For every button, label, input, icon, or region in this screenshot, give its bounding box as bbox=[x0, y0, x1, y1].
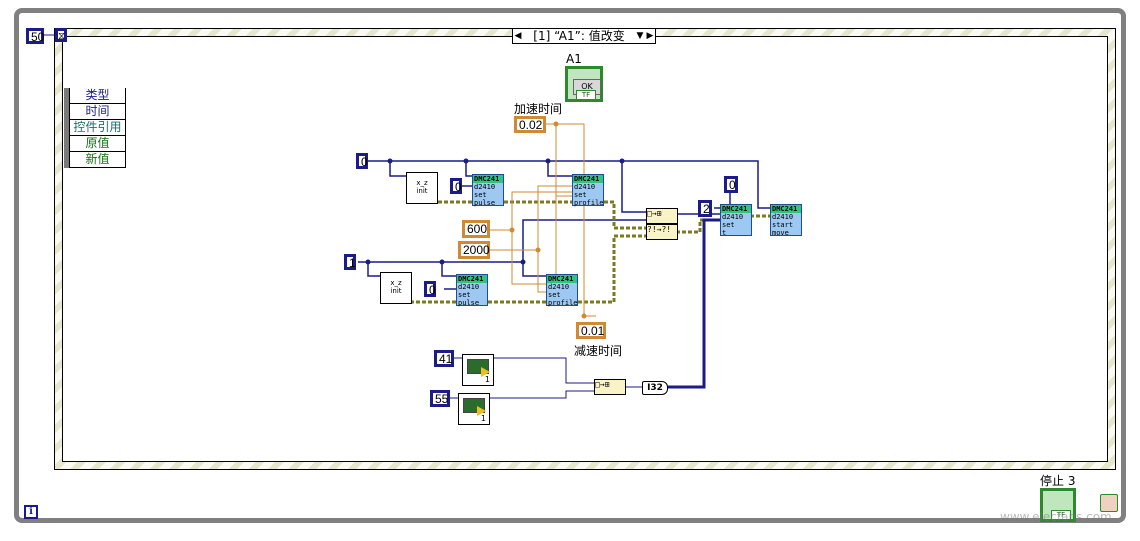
loop-condition-icon[interactable] bbox=[1100, 494, 1118, 512]
pulse-constant-0[interactable]: 0 bbox=[450, 178, 462, 194]
loop-timeout-constant[interactable]: 50 bbox=[26, 28, 44, 44]
event-data-time[interactable]: 时间 bbox=[69, 104, 126, 120]
zero-constant-right[interactable]: 0 bbox=[724, 176, 738, 193]
wire-i32 bbox=[666, 218, 720, 389]
hourglass-icon: ⧖ bbox=[55, 28, 67, 42]
decel-time-constant[interactable]: 0.01 bbox=[576, 322, 606, 339]
build-array-node-2[interactable]: □→⊞ bbox=[594, 379, 626, 395]
event-structure-body bbox=[62, 36, 1108, 462]
watermark: www.elecfans.com bbox=[1000, 510, 1112, 524]
event-data-node: 类型 时间 控件引用 原值 新值 bbox=[64, 88, 126, 168]
iteration-terminal-icon: i bbox=[24, 505, 38, 519]
event-case-selector[interactable]: ◀ [1] “A1”: 值改变 ▼ ▶ bbox=[512, 28, 656, 44]
accel-time-constant[interactable]: 0.02 bbox=[514, 116, 546, 133]
speed-low-constant[interactable]: 600 bbox=[462, 220, 490, 238]
event-data-type[interactable]: 类型 bbox=[69, 88, 126, 104]
a1-label: A1 bbox=[566, 52, 582, 66]
stop-label: 停止 3 bbox=[1040, 474, 1076, 488]
axis1-constant[interactable]: 1 bbox=[344, 254, 356, 270]
decel-time-label: 减速时间 bbox=[574, 344, 623, 358]
stop-boolean-terminal[interactable]: TF bbox=[1040, 488, 1076, 522]
axis0-constant[interactable]: 0 bbox=[356, 153, 368, 169]
event-data-oldval[interactable]: 原值 bbox=[69, 136, 126, 152]
pulse-constant-1[interactable]: 0 bbox=[424, 281, 436, 297]
accel-time-label: 加速时间 bbox=[514, 102, 563, 116]
event-data-newval[interactable]: 新值 bbox=[69, 152, 126, 168]
wire-axis0 bbox=[368, 160, 770, 213]
constant-55[interactable]: 55 bbox=[430, 390, 450, 407]
speed-high-constant[interactable]: 2000 bbox=[458, 241, 490, 259]
waveform-subvi-2[interactable]: 1 bbox=[458, 393, 490, 425]
event-case-label: [1] “A1”: 值改变 bbox=[533, 29, 625, 43]
event-data-ctlref[interactable]: 控件引用 bbox=[69, 120, 126, 136]
tf-tag: TF bbox=[1051, 510, 1071, 520]
a1-boolean-terminal[interactable]: OK TF bbox=[565, 66, 603, 102]
prev-case-arrow[interactable]: ◀ bbox=[514, 31, 522, 41]
waveform-subvi-1[interactable]: 1 bbox=[462, 354, 494, 386]
next-case-arrow[interactable]: ▶ bbox=[646, 31, 654, 41]
to-i32-conversion[interactable]: I32 bbox=[642, 381, 668, 395]
merge-errors-node[interactable]: ?!→?! bbox=[646, 224, 678, 240]
build-array-node[interactable]: □→⊞ bbox=[646, 208, 678, 224]
tf-tag: TF bbox=[576, 90, 596, 100]
two-constant[interactable]: 2 bbox=[698, 200, 712, 217]
case-dropdown-arrow[interactable]: ▼ bbox=[636, 31, 644, 41]
constant-41[interactable]: 41 bbox=[434, 350, 454, 367]
